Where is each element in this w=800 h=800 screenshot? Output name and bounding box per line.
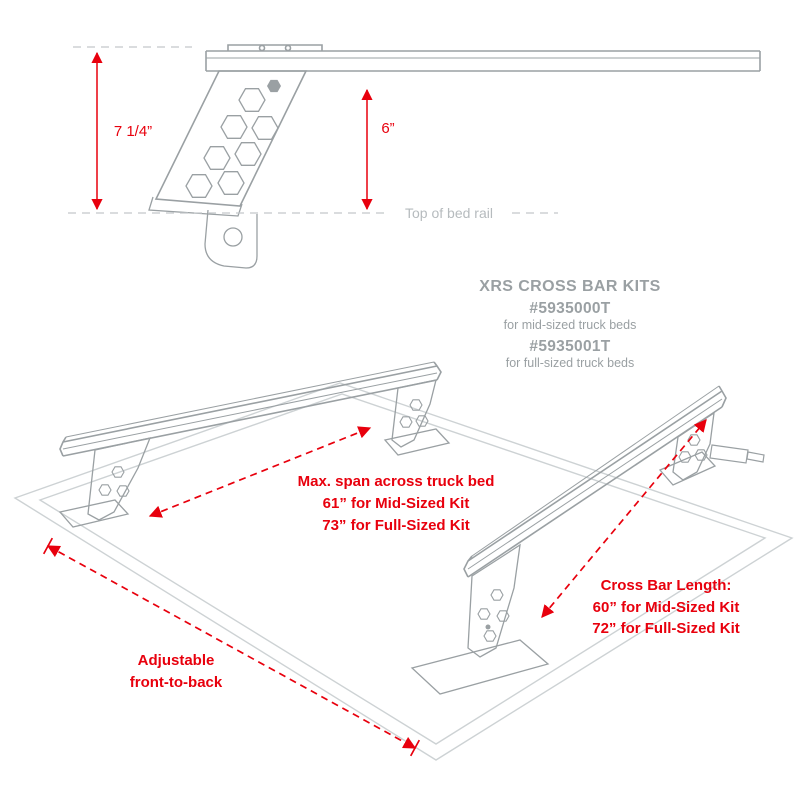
front-right-hex-cutouts (399, 399, 429, 428)
rear-bar-right-foot (658, 451, 717, 486)
overall-height-label: 7 1/4” (114, 123, 152, 140)
length-label-line1: Cross Bar Length: (601, 577, 732, 594)
bed-rail-label: Top of bed rail (405, 205, 493, 221)
annotation-arrows (42, 419, 707, 757)
above-rail-height-label: 6” (381, 120, 394, 137)
adjustable-start-tick (42, 537, 54, 555)
span-label-line2: 61” for Mid-Sized Kit (323, 495, 470, 512)
front-bar-left-leg (87, 437, 152, 521)
crossbar-length-arrow (541, 419, 707, 618)
adjustable-arrow (46, 545, 417, 749)
front-bar-right-foot (383, 428, 451, 456)
bolt-hole (223, 227, 243, 247)
rear-bar-left-leg (467, 543, 521, 658)
bracket-foot (148, 196, 243, 217)
span-label-line3: 73” for Full-Sized Kit (322, 517, 470, 534)
span-label-line1: Max. span across truck bed (298, 473, 495, 490)
kit-title: XRS CROSS BAR KITS (479, 278, 660, 295)
truck-bed-outline (13, 382, 794, 761)
adjustable-label-line2: front-to-back (130, 674, 223, 691)
rear-bar-left-foot (410, 639, 550, 695)
kit-part-desc-mid: for mid-sized truck beds (504, 318, 637, 332)
front-bar-right-leg (391, 379, 437, 448)
rear-bar-right-leg (672, 411, 715, 481)
kit-info-block: XRS CROSS BAR KITS #5935000T for mid-siz… (479, 278, 660, 370)
dimension-labels: 7 1/4” 6” (114, 120, 395, 140)
rear-cross-bar (410, 385, 765, 695)
adjustable-label-line1: Adjustable (138, 652, 215, 669)
kit-part-desc-full: for full-sized truck beds (506, 356, 635, 370)
adjustable-end-tick (409, 739, 421, 757)
reference-lines (68, 46, 558, 214)
kit-part-number-full: #5935001T (529, 338, 610, 355)
front-bar-left-foot (58, 499, 130, 528)
annotation-labels: Max. span across truck bed 61” for Mid-S… (130, 473, 740, 691)
span-arrow (148, 426, 372, 518)
rear-left-hex-cutouts (477, 589, 510, 642)
dimension-lines (91, 51, 373, 211)
tool-mount-bracket (709, 444, 749, 464)
hex-cutouts (185, 88, 279, 198)
clamp-plate (227, 44, 323, 51)
bracket-body (154, 70, 308, 207)
length-label-line3: 72” for Full-Sized Kit (592, 620, 740, 637)
crossbar-side-view (148, 44, 761, 269)
length-label-line2: 60” for Mid-Sized Kit (593, 599, 740, 616)
bed-rail-hook (204, 209, 258, 269)
kit-part-number-mid: #5935000T (529, 300, 610, 317)
brand-hex-logo-icon (267, 79, 281, 93)
